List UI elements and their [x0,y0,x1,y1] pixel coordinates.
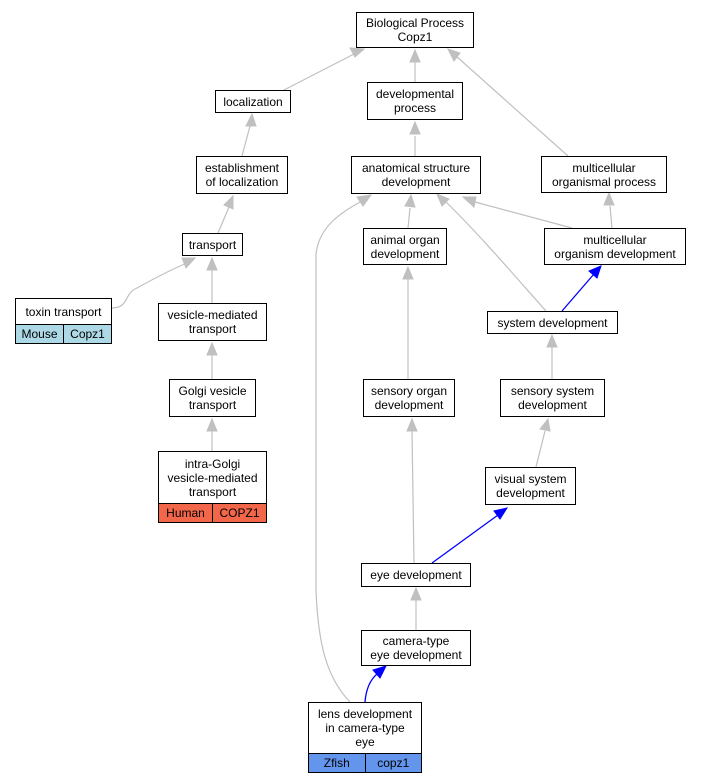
arrowhead-multicellular-process-to-biological-process [447,48,461,62]
arrowhead-visual-to-sensory-system [539,417,551,432]
edge-transport-to-establishment [217,206,230,234]
node-localization[interactable]: localization [215,90,291,113]
edge-multicellular-dev-to-multicellular-process [609,205,613,229]
node-system-development[interactable]: system development [487,311,618,334]
edge-lens-to-anatomical [315,201,361,703]
node-developmental-process[interactable]: developmental process [367,82,463,120]
arrowhead-intra-golgi-to-golgi [206,417,218,432]
node-camera-type-eye-development[interactable]: camera-type eye development [361,630,471,666]
node-sensory-system-development[interactable]: sensory system development [500,379,605,417]
edge-localization-to-biological-process [281,51,359,92]
node-animal-organ-development[interactable]: animal organ development [363,228,447,265]
arrowhead-system-to-multicellular-dev [588,265,602,279]
species-tag: Mouse [21,327,58,341]
node-golgi-vesicle-transport[interactable]: Golgi vesicle transport [169,379,256,417]
gene-tag: Copz1 [63,325,111,343]
arrowhead-developmental-to-biological-process [409,48,421,63]
node-toxin-transport[interactable]: toxin transport Mouse Copz1 [15,298,112,344]
edge-visual-to-sensory-system [535,430,546,468]
edge-animal-organ-to-anatomical [407,207,411,229]
edge-system-to-multicellular-dev [561,273,595,312]
node-multicellular-organismal-process[interactable]: multicellular organismal process [541,156,667,193]
annotation-row-zfish: Zfish copz1 [309,753,421,772]
node-establishment-of-localization[interactable]: establishment of localization [196,156,288,194]
edge-multicellular-dev-to-anatomical [474,201,573,229]
arrowhead-sensory-system-to-system [546,333,558,348]
node-toxin-transport-label: toxin transport [25,304,102,319]
arrowhead-toxin-to-transport [181,257,197,269]
arrowhead-eye-to-visual [493,507,509,520]
gene-tag: copz1 [364,754,422,772]
node-eye-development[interactable]: eye development [361,563,471,587]
node-visual-system-development[interactable]: visual system development [485,467,576,505]
node-biological-process[interactable]: Biological Process Copz1 [356,12,474,48]
edge-toxin-to-transport [110,262,188,309]
arrowhead-establishment-to-localization [245,112,257,127]
node-anatomical-structure-development[interactable]: anatomical structure development [351,156,481,194]
arrowhead-multicellular-dev-to-multicellular-process [603,191,615,206]
arrowhead-sensory-organ-to-animal-organ [402,265,414,280]
arrowhead-lens-to-anatomical [356,194,373,207]
node-lens-development-label: lens development in camera-type eye [317,707,413,749]
node-sensory-organ-development[interactable]: sensory organ development [363,379,455,417]
species-tag: Human [166,506,205,520]
gene-tag: COPZ1 [212,504,266,522]
edge-system-to-anatomical [444,200,547,312]
edge-eye-to-sensory-organ [411,430,415,564]
node-lens-development[interactable]: lens development in camera-type eye Zfis… [308,702,422,773]
edge-eye-to-visual [431,514,499,564]
node-vesicle-mediated-transport[interactable]: vesicle-mediated transport [158,303,267,341]
arrowhead-animal-organ-to-anatomical [404,193,416,208]
arrowhead-eye-to-sensory-organ [406,417,418,432]
node-intra-golgi-transport-label: intra-Golgi vesicle-mediated transport [167,456,258,499]
node-transport[interactable]: transport [182,233,243,256]
arrowhead-camera-to-eye [410,586,422,601]
arrowhead-golgi-to-vesicle [206,341,218,356]
arrowhead-transport-to-establishment [223,194,234,210]
annotation-row-mouse: Mouse Copz1 [16,324,111,343]
arrowhead-vesicle-to-transport [206,256,218,271]
arrowhead-lens-to-camera [372,665,387,679]
arrowhead-localization-to-biological-process [349,47,366,58]
edge-lens-to-camera [364,673,378,703]
annotation-row-human: Human COPZ1 [159,503,266,522]
edge-establishment-to-localization [241,125,251,157]
node-multicellular-organism-development[interactable]: multicellular organism development [544,228,686,265]
species-tag: Zfish [323,756,350,770]
edge-multicellular-process-to-biological-process [455,55,569,157]
arrowhead-anatomical-to-developmental [409,120,421,135]
arrowhead-system-to-anatomical [436,193,450,207]
node-intra-golgi-transport[interactable]: intra-Golgi vesicle-mediated transport H… [158,451,267,523]
arrowhead-multicellular-dev-to-anatomical [461,196,477,208]
